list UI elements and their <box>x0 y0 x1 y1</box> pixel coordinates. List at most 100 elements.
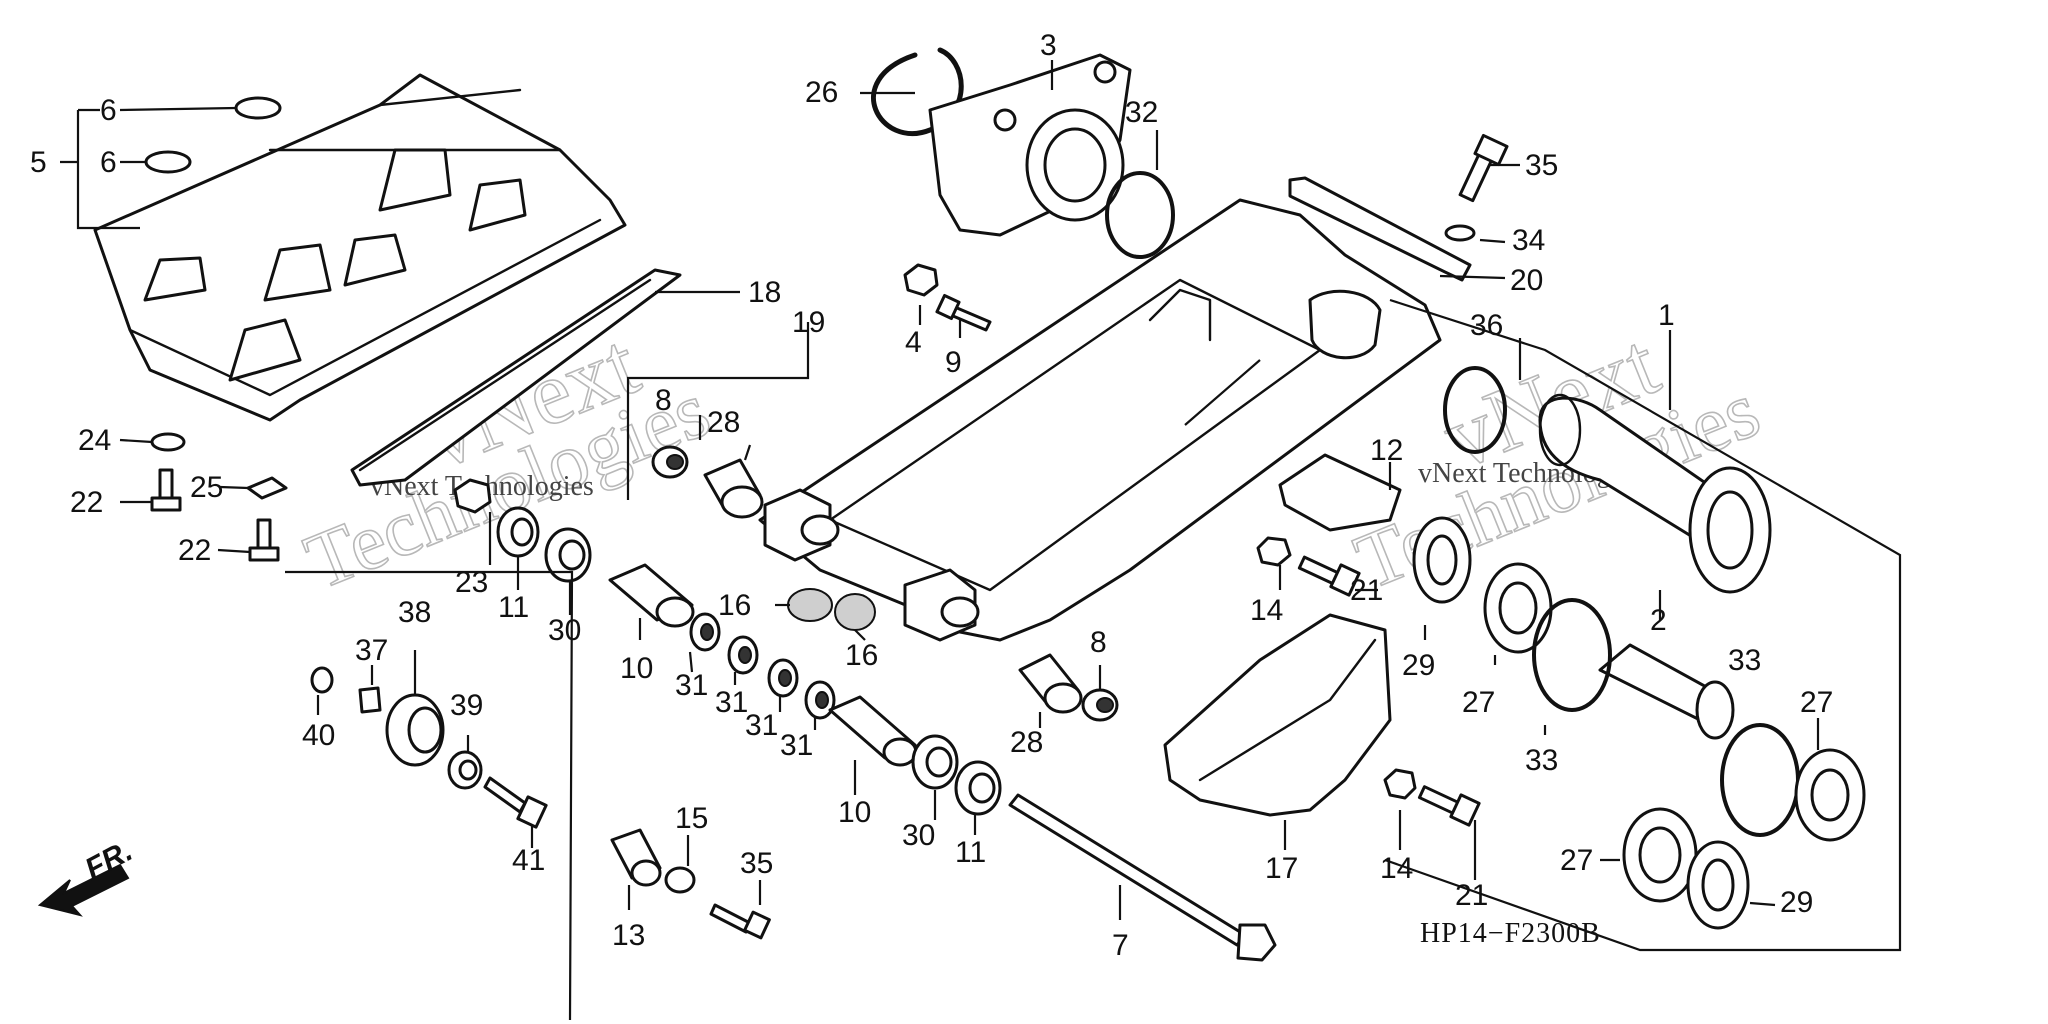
bushing-8-upper <box>651 445 689 479</box>
callout-33-left: 33 <box>1525 744 1558 777</box>
bolt-9 <box>935 293 992 332</box>
swingarm <box>758 198 1442 642</box>
callout-5: 5 <box>30 146 47 179</box>
bearing-31-d <box>804 680 836 720</box>
grommet-6-top <box>234 96 282 120</box>
callout-19: 19 <box>792 306 825 339</box>
callout-33-right: 33 <box>1728 644 1761 677</box>
callout-37: 37 <box>355 634 388 667</box>
callout-26: 26 <box>805 76 838 109</box>
callout-40: 40 <box>302 719 335 752</box>
chain-case <box>1163 613 1392 817</box>
pin-37 <box>358 686 382 714</box>
callout-28-upper: 28 <box>707 406 740 439</box>
bearing-27-right <box>1794 748 1866 842</box>
callout-3: 3 <box>1040 29 1057 62</box>
callout-20: 20 <box>1510 264 1543 297</box>
seal-11-upper <box>496 506 540 558</box>
callout-41: 41 <box>512 844 545 877</box>
collar-28-lower <box>1018 653 1083 714</box>
callout-14-lower: 14 <box>1380 852 1413 885</box>
o-ring-33-right <box>1720 723 1800 837</box>
callout-15: 15 <box>675 802 708 835</box>
brake-caliper-bracket <box>928 53 1132 237</box>
callout-11-upper: 11 <box>498 591 529 624</box>
bushing-8-lower <box>1081 688 1119 722</box>
chain-guide-20 <box>1288 176 1472 282</box>
pivot-collar-10-lower <box>828 695 918 767</box>
pivot-bolt <box>1008 793 1277 962</box>
bearing-31-c <box>767 658 799 698</box>
callout-27-lower: 27 <box>1560 844 1593 877</box>
callout-31-c: 31 <box>745 709 778 742</box>
chain-slider <box>350 268 682 487</box>
bearing-31-b <box>727 635 759 675</box>
bolt-21-upper <box>1297 555 1361 597</box>
callout-36: 36 <box>1470 309 1503 342</box>
bolt-21-lower <box>1417 785 1481 827</box>
callout-22-lower: 22 <box>178 534 211 567</box>
washer-40 <box>310 666 334 694</box>
nut-14-lower <box>1383 768 1417 800</box>
nut-14-upper <box>1256 536 1292 567</box>
diagram-code: HP14−F2300B <box>1420 918 1601 949</box>
callout-11-lower: 11 <box>955 836 986 869</box>
callout-21-upper: 21 <box>1350 574 1383 607</box>
cap-16-upper <box>787 588 833 622</box>
eccentric-hub <box>1538 393 1772 594</box>
o-ring-32 <box>1105 171 1175 259</box>
callout-25: 25 <box>190 471 223 504</box>
callout-14-upper: 14 <box>1250 594 1283 627</box>
collar-28-upper <box>703 458 764 519</box>
washer-34 <box>1444 224 1476 242</box>
pivot-collar-10-upper <box>608 563 695 628</box>
bolt-41 <box>483 776 548 829</box>
callout-39: 39 <box>450 689 483 722</box>
callout-32: 32 <box>1125 96 1158 129</box>
roller-13 <box>610 828 662 887</box>
callout-22-upper: 22 <box>70 486 103 519</box>
roller-38 <box>385 693 445 767</box>
callout-30-upper: 30 <box>548 614 581 647</box>
bearing-27-upper <box>1483 562 1553 654</box>
bearing-31-a <box>689 612 721 652</box>
callout-16-upper: 16 <box>718 589 751 622</box>
callout-4: 4 <box>905 326 922 359</box>
callout-27-upper: 27 <box>1462 686 1495 719</box>
bolt-35-bottom <box>709 903 771 940</box>
callout-24: 24 <box>78 424 111 457</box>
callout-28-lower: 28 <box>1010 726 1043 759</box>
callout-7: 7 <box>1112 929 1129 962</box>
callout-31-d: 31 <box>780 729 813 762</box>
callout-10-upper: 10 <box>620 652 653 685</box>
callout-6-top: 6 <box>100 94 117 127</box>
callout-35-top: 35 <box>1525 149 1558 182</box>
bearings-31 <box>689 612 836 720</box>
callout-30-lower: 30 <box>902 819 935 852</box>
callout-34: 34 <box>1512 224 1545 257</box>
bearing-27-lower <box>1622 807 1698 903</box>
callout-12: 12 <box>1370 434 1403 467</box>
callout-1: 1 <box>1658 299 1675 332</box>
callout-21-lower: 21 <box>1455 879 1488 912</box>
callouts: 1 2 3 4 5 6 6 7 8 8 9 10 10 11 11 12 13 … <box>30 29 1833 962</box>
callout-8-upper: 8 <box>655 384 672 417</box>
bracket-12 <box>1278 453 1402 532</box>
callout-31-a: 31 <box>675 669 708 702</box>
washer-24 <box>150 432 186 452</box>
nut-4 <box>903 263 939 297</box>
seal-30-lower <box>911 734 959 790</box>
callout-23: 23 <box>455 566 488 599</box>
callout-8-lower: 8 <box>1090 626 1107 659</box>
washer-15 <box>664 866 696 894</box>
seal-11-lower <box>954 760 1002 816</box>
arrow-icon <box>37 863 130 917</box>
front-direction-arrow: FR. <box>37 834 138 917</box>
callout-9: 9 <box>945 346 962 379</box>
callout-29-upper: 29 <box>1402 649 1435 682</box>
collar-2 <box>1598 643 1735 740</box>
skid-plate <box>93 73 627 422</box>
grommet-6-middle <box>144 150 192 174</box>
callout-2: 2 <box>1650 604 1667 637</box>
callout-16-lower: 16 <box>845 639 878 672</box>
